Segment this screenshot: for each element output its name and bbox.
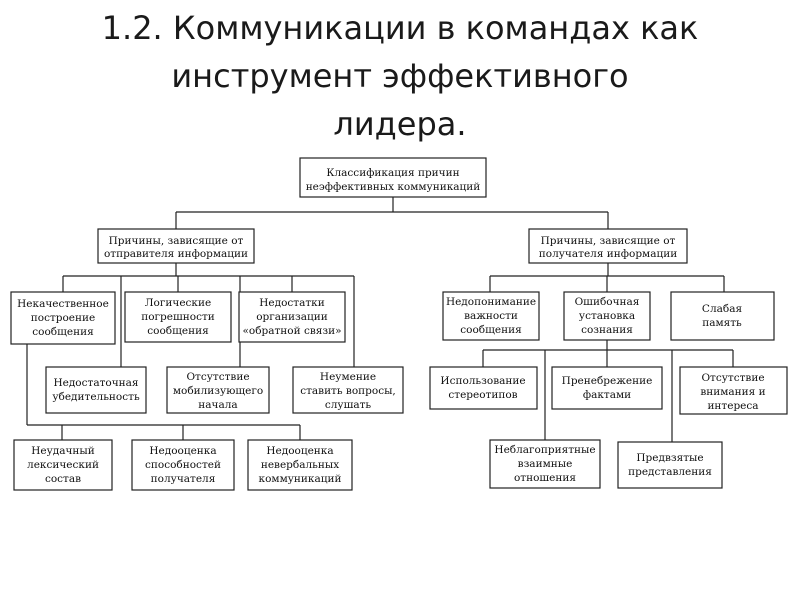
node-label-line: погрешности: [141, 311, 215, 323]
node-label-line: стереотипов: [448, 389, 517, 401]
node-neglect-facts: Пренебрежение фактами: [551, 366, 663, 410]
node-label-line: Предвзятые: [636, 452, 703, 464]
node-label-line: сообщения: [147, 325, 209, 337]
node-label-line: убедительность: [52, 391, 140, 403]
node-feedback-flaws: Недостатки организации «обратной связи»: [238, 291, 346, 343]
root-label-line: неэффективных коммуникаций: [306, 181, 481, 193]
node-label-line: Причины, зависящие от: [541, 235, 676, 247]
node-label-line: Недопонимание: [446, 296, 536, 308]
node-wrong-mindset: Ошибочная установка сознания: [563, 291, 651, 341]
node-label-line: сообщения: [32, 326, 94, 338]
sender-group-node: Причины, зависящие от отправителя информ…: [97, 228, 255, 264]
node-no-mobilizing-start: Отсутствие мобилизующего начала: [166, 366, 270, 414]
node-label-line: Некачественное: [17, 298, 109, 310]
node-label-line: организации: [256, 311, 328, 323]
node-label-line: Недооценка: [149, 445, 216, 457]
node-label-line: Отсутствие: [701, 372, 764, 384]
node-poor-lexicon: Неудачный лексический состав: [13, 439, 113, 491]
node-label-line: получателя: [151, 473, 216, 485]
node-stereotypes: Использование стереотипов: [429, 366, 538, 410]
node-insufficient-persuasion: Недостаточная убедительность: [45, 366, 147, 414]
node-label-line: невербальных: [261, 459, 339, 471]
receiver-group-node: Причины, зависящие от получателя информа…: [528, 228, 688, 264]
node-label-line: отношения: [514, 472, 576, 484]
node-label-line: способностей: [145, 459, 221, 471]
node-misunderstanding: Недопонимание важности сообщения: [442, 291, 540, 341]
root-label-line: Классификация причин: [326, 167, 459, 179]
node-label-line: Использование: [440, 375, 525, 387]
slide-title: 1.2. Коммуникации в командах как инструм…: [0, 4, 800, 148]
title-line-1: 1.2. Коммуникации в командах как: [101, 9, 699, 47]
node-label-line: сообщения: [460, 324, 522, 336]
node-label-line: построение: [31, 312, 95, 324]
node-bad-relations: Неблагоприятные взаимные отношения: [489, 439, 601, 489]
node-label-line: память: [702, 317, 742, 329]
node-prejudice: Предвзятые представления: [617, 441, 723, 489]
node-label-line: начала: [198, 399, 237, 411]
node-label-line: получателя информации: [539, 248, 677, 260]
node-weak-memory: Слабая память: [670, 291, 775, 341]
node-underestimate-receiver: Недооценка способностей получателя: [131, 439, 235, 491]
node-label-line: Отсутствие: [186, 371, 249, 383]
node-logical-errors: Логические погрешности сообщения: [124, 291, 232, 343]
title-line-3: лидера.: [333, 105, 467, 143]
node-label-line: коммуникаций: [259, 473, 342, 485]
node-label-line: «обратной связи»: [242, 325, 341, 337]
node-label-line: Неблагоприятные: [494, 444, 595, 456]
connectors: [26, 197, 734, 442]
node-label-line: Недооценка: [266, 445, 333, 457]
node-cannot-ask-listen: Неумение ставить вопросы, слушать: [292, 366, 404, 414]
node-label-line: ставить вопросы,: [300, 385, 396, 397]
node-lack-attention: Отсутствие внимания и интереса: [679, 366, 788, 415]
node-label-line: сознания: [581, 324, 633, 336]
node-label-line: установка: [579, 310, 635, 322]
node-label-line: мобилизующего: [173, 385, 263, 397]
node-label-line: Неудачный: [31, 445, 95, 457]
node-label-line: состав: [45, 473, 81, 485]
node-poor-construction: Некачественное построение сообщения: [10, 291, 116, 345]
root-node: Классификация причин неэффективных комму…: [299, 157, 487, 198]
node-label-line: фактами: [583, 389, 631, 401]
title-line-2: инструмент эффективного: [171, 57, 629, 95]
node-label-line: Недостаточная: [53, 377, 138, 389]
node-label-line: Слабая: [702, 303, 743, 315]
node-label-line: Логические: [145, 297, 211, 309]
node-label-line: Пренебрежение: [562, 375, 653, 387]
node-label-line: важности: [464, 310, 518, 322]
node-underestimate-nonverbal: Недооценка невербальных коммуникаций: [247, 439, 353, 491]
node-label-line: взаимные: [518, 458, 573, 470]
node-label-line: представления: [628, 466, 712, 478]
node-label-line: отправителя информации: [104, 248, 248, 260]
node-label-line: лексический: [27, 459, 99, 471]
node-label-line: Неумение: [320, 371, 376, 383]
node-label-line: Недостатки: [259, 297, 324, 309]
node-label-line: внимания и: [700, 386, 765, 398]
node-label-line: Причины, зависящие от: [109, 235, 244, 247]
node-label-line: интереса: [707, 400, 758, 412]
node-label-line: слушать: [325, 399, 372, 411]
node-label-line: Ошибочная: [575, 296, 640, 308]
